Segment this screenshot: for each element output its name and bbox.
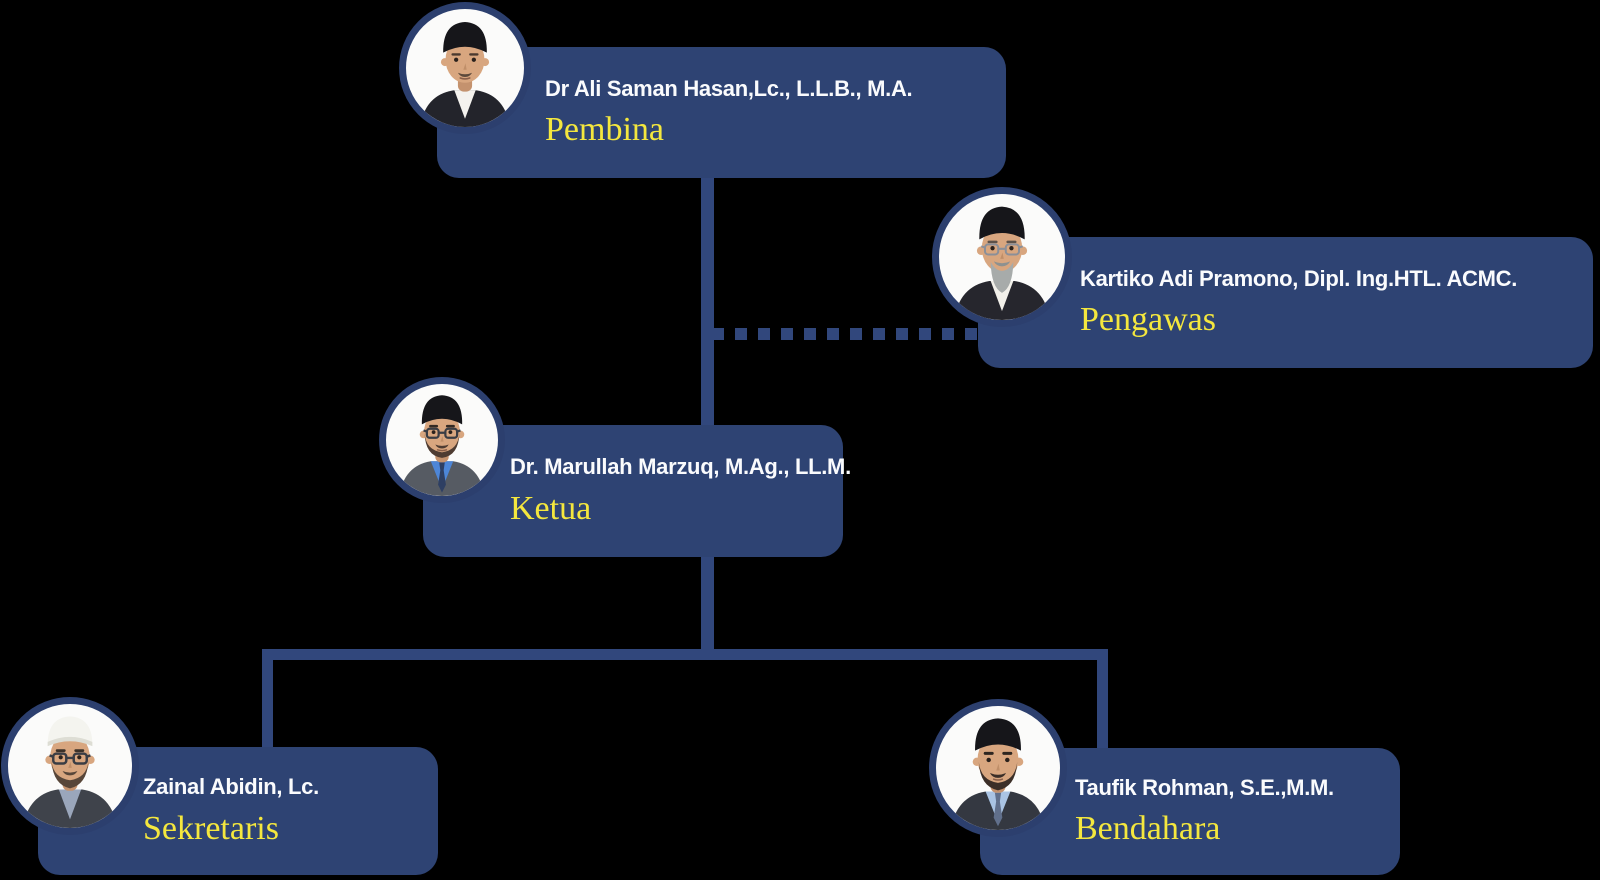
member-name: Zainal Abidin, Lc. (143, 774, 319, 800)
member-card-pengawas: Kartiko Adi Pramono, Dipl. Ing.HTL. ACMC… (978, 237, 1593, 368)
portrait-illustration (399, 395, 485, 496)
connector-branch-horizontal (262, 649, 1108, 660)
avatar-photo-ketua (379, 377, 505, 503)
member-name: Dr Ali Saman Hasan,Lc., L.L.B., M.A. (545, 75, 913, 101)
member-role: Pengawas (1080, 301, 1216, 339)
member-name: Kartiko Adi Pramono, Dipl. Ing.HTL. ACMC… (1080, 265, 1518, 291)
portrait-illustration (22, 716, 118, 828)
connector-pembina-to-ketua (701, 176, 714, 427)
member-role: Sekretaris (143, 809, 279, 847)
avatar-photo-pengawas (932, 187, 1072, 327)
portrait-illustration (954, 206, 1050, 320)
avatar-photo-pembina (399, 2, 531, 134)
avatar-photo-bendahara (929, 699, 1067, 837)
member-role: Pembina (545, 111, 664, 149)
member-role: Ketua (510, 489, 592, 527)
connector-ketua-to-branch (701, 555, 714, 655)
member-name: Dr. Marullah Marzuq, M.Ag., LL.M. (510, 454, 851, 480)
member-card-pembina: Dr Ali Saman Hasan,Lc., L.L.B., M.A. Pem… (437, 47, 1006, 178)
member-role: Bendahara (1075, 810, 1221, 848)
connector-dashed-to-pengawas (712, 328, 978, 340)
avatar-photo-sekretaris (1, 697, 139, 835)
portrait-illustration (420, 21, 510, 127)
portrait-illustration (950, 718, 1046, 830)
connector-branch-to-bendahara (1097, 655, 1108, 751)
connector-branch-to-sekretaris (262, 655, 273, 750)
member-name: Taufik Rohman, S.E.,M.M. (1075, 774, 1334, 800)
